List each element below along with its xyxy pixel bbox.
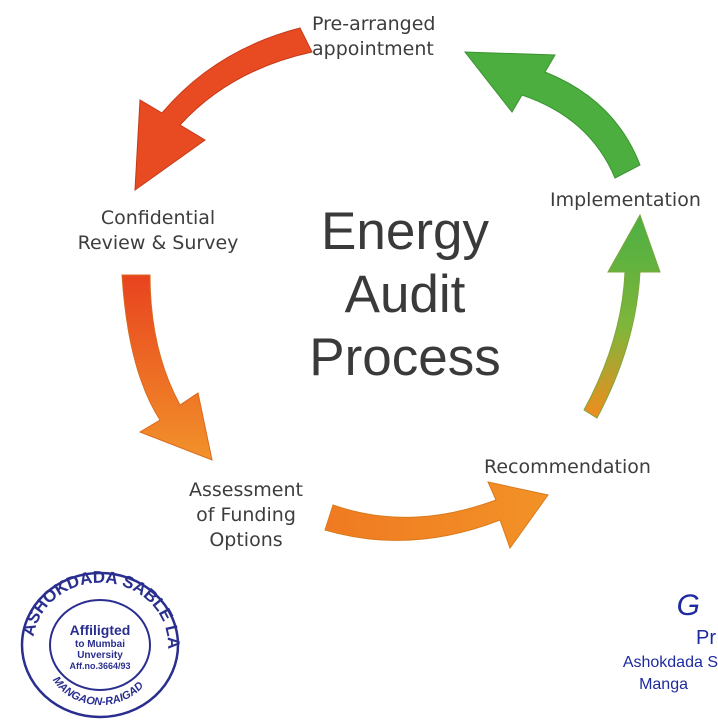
step-pre-arranged-label: Pre-arranged appointment: [312, 12, 436, 62]
college-stamp: ASHOKDADA SABLE LAW COLLEGE MANGAON-RAIG…: [8, 565, 183, 719]
step-line: Review & Survey: [77, 232, 239, 254]
title-line: Energy: [321, 202, 489, 261]
step-line: Assessment: [189, 479, 303, 501]
signature-institution: Ashokdada S: [622, 654, 718, 671]
step-line: Recommendation: [484, 456, 651, 478]
step-implementation-label: Implementation: [550, 188, 718, 213]
title-line: Audit: [344, 265, 466, 324]
diagram-title: Energy Audit Process: [250, 200, 560, 389]
signature-scribble: G: [676, 589, 700, 622]
step-recommendation-label: Recommendation: [484, 455, 651, 480]
principal-signature-block: G Pr Ashokdada S Manga: [578, 588, 718, 696]
step-line: of Funding: [196, 504, 296, 526]
stamp-line: to Mumbai: [75, 639, 125, 650]
step-line: Pre-arranged: [312, 13, 436, 35]
step-line: appointment: [312, 38, 434, 60]
title-line: Process: [309, 328, 501, 387]
step-line: Options: [209, 529, 283, 551]
arrow-implementation-to-pre-arranged: [463, 51, 641, 179]
arrow-confidential-to-assessment: [121, 274, 213, 461]
arrow-assessment-to-recommendation: [324, 481, 549, 550]
signature-title: Pr: [696, 627, 716, 649]
step-assessment-label: Assessment of Funding Options: [176, 478, 316, 553]
step-confidential-label: Confidential Review & Survey: [68, 206, 248, 256]
arrow-pre-arranged-to-confidential: [134, 27, 313, 192]
arrow-recommendation-to-implementation: [583, 213, 661, 419]
stamp-line: Affiligted: [70, 622, 131, 638]
step-line: Confidential: [100, 207, 216, 229]
step-line: Implementation: [550, 189, 701, 211]
stamp-line: Unversity: [77, 650, 123, 661]
stamp-line: Aff.no.3664/93: [69, 661, 130, 671]
signature-location: Manga: [639, 676, 688, 693]
